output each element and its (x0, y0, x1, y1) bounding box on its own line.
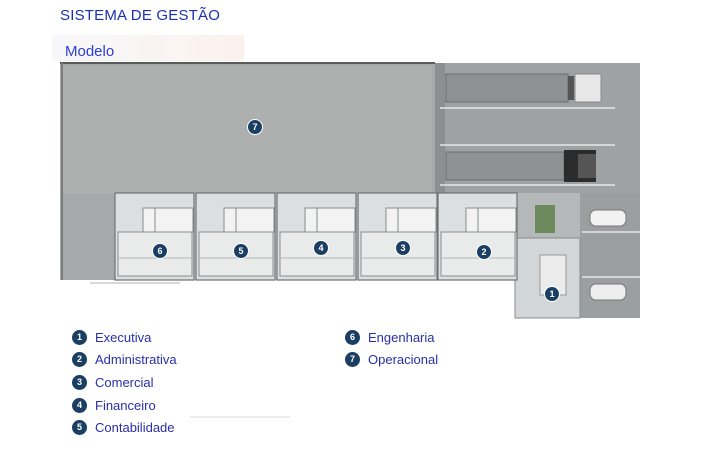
legend-label: Financeiro (95, 398, 156, 413)
legend-label: Contabilidade (95, 420, 175, 435)
zone-marker-4: 4 (313, 240, 329, 256)
zone-marker-label: 1 (549, 289, 554, 299)
zone-marker-5: 5 (233, 243, 249, 259)
subtitle-background (52, 35, 244, 61)
legend-number-badge: 4 (72, 398, 87, 413)
zone-marker-label: 3 (400, 243, 405, 253)
legend-label: Engenharia (368, 330, 435, 345)
zone-marker-label: 5 (238, 246, 243, 256)
legend-number-badge: 3 (72, 375, 87, 390)
legend-item: 1 Executiva (72, 330, 151, 345)
truck-top (445, 73, 602, 103)
zone-marker-label: 4 (318, 243, 323, 253)
car-top (589, 209, 627, 227)
legend-number-badge: 7 (345, 352, 360, 367)
legend-number-badge: 6 (345, 330, 360, 345)
legend-item: 3 Comercial (72, 375, 154, 390)
page-subtitle: Modelo (65, 43, 115, 60)
zone-marker-label: 7 (252, 122, 257, 132)
legend-label: Operacional (368, 352, 439, 367)
office-module (437, 192, 518, 281)
legend-label: Administrativa (95, 352, 177, 367)
legend-item: 5 Contabilidade (72, 420, 175, 435)
legend-number-badge: 5 (72, 420, 87, 435)
legend-item: 6 Engenharia (345, 330, 435, 345)
zone-marker-1: 1 (544, 286, 560, 302)
legend-item: 2 Administrativa (72, 352, 177, 367)
zone-marker-3: 3 (395, 240, 411, 256)
car-bottom (589, 283, 627, 301)
truck-bottom (445, 150, 596, 182)
office-module (195, 192, 276, 281)
page-title: SISTEMA DE GESTÃO (60, 7, 221, 24)
zone-marker-7: 7 (247, 119, 263, 135)
office-module (357, 192, 438, 281)
zone-marker-2: 2 (476, 244, 492, 260)
legend-item: 7 Operacional (345, 352, 438, 367)
legend-number-badge: 1 (72, 330, 87, 345)
legend-number-badge: 2 (72, 352, 87, 367)
zone-marker-label: 2 (481, 247, 486, 257)
legend-label: Executiva (95, 330, 152, 345)
legend-label: Comercial (95, 375, 154, 390)
zone-marker-6: 6 (152, 243, 168, 259)
office-module (276, 192, 357, 281)
legend-item: 4 Financeiro (72, 398, 156, 413)
office-module (114, 192, 195, 281)
operational-floor-inner (63, 66, 432, 194)
zone-marker-label: 6 (157, 246, 162, 256)
